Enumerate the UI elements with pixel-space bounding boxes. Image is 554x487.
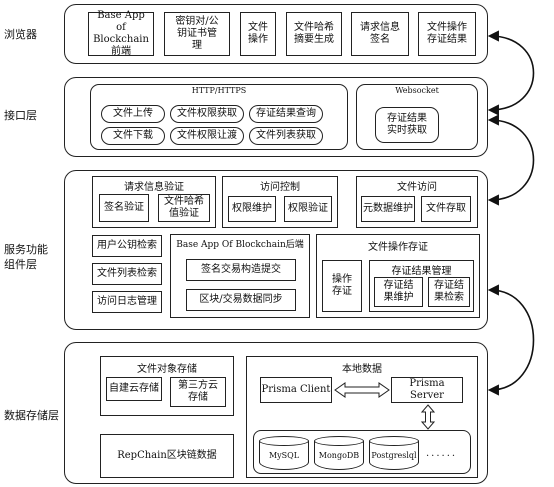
signed-tx-submit: 签名交易构造提交 (186, 259, 296, 281)
layer-label-storage: 数据存储层 (4, 409, 59, 422)
layer-label-service-line2: 组件层 (4, 258, 37, 271)
server-db-arrow (421, 404, 435, 430)
db-mongodb-icon: MongoDB (314, 436, 364, 470)
file-op-cert-title: 文件操作存证 (368, 242, 428, 253)
api-file-upload: 文件上传 (101, 105, 165, 123)
api-cert-result-realtime: 存证结果实时获取 (375, 107, 439, 143)
repchain-data: RepChain区块链数据 (100, 434, 234, 478)
api-file-permission-transfer: 文件权限让渡 (170, 127, 244, 145)
user-pubkey-search: 用户公钥检索 (92, 235, 162, 257)
signature-verify: 签名验证 (99, 194, 149, 222)
layer-connector-arrows (487, 30, 535, 396)
browser-item-key-cert: 密钥对/公钥证书管理 (164, 12, 230, 56)
db-postgresql-label: Postgreslql (371, 451, 417, 460)
layer-label-interface: 接口层 (4, 109, 37, 122)
cert-result-maintain: 存证结果维护 (374, 277, 423, 307)
db-mongodb-label: MongoDB (318, 451, 360, 460)
access-log-manage: 访问日志管理 (92, 291, 162, 313)
browser-item-file-op: 文件操作 (240, 12, 276, 56)
cert-result-search: 存证结果检索 (428, 277, 470, 307)
file-access-io: 文件存取 (421, 196, 471, 222)
third-party-cloud: 第三方云存储 (170, 377, 226, 407)
api-file-permission-get: 文件权限获取 (170, 105, 244, 123)
operation-cert: 操作存证 (322, 260, 362, 312)
prisma-server: Prisma Server (391, 377, 463, 403)
browser-item-frontend: Base App of Blockchain 前端 (88, 10, 154, 57)
file-list-search: 文件列表检索 (92, 263, 162, 285)
local-data-title: 本地数据 (342, 364, 382, 375)
layer-label-browser: 浏览器 (4, 28, 37, 41)
browser-item-sign: 请求信息签名 (351, 12, 409, 56)
http-title: HTTP/HTTPS (191, 86, 247, 95)
access-control-title: 访问控制 (260, 182, 300, 193)
metadata-maintain: 元数据维护 (361, 196, 415, 222)
file-hash-verify: 文件哈希值验证 (158, 194, 210, 222)
cert-result-manage-title: 存证结果管理 (391, 266, 452, 277)
db-postgresql-icon: Postgreslql (369, 436, 419, 470)
self-built-cloud: 自建云存储 (106, 377, 162, 401)
db-mysql-label: MySQL (268, 451, 300, 460)
request-verify-title: 请求信息验证 (124, 182, 184, 193)
db-mysql-icon: MySQL (259, 436, 309, 470)
api-file-list-get: 文件列表获取 (249, 127, 323, 145)
prisma-client: Prisma Client (260, 377, 332, 403)
client-server-arrow (334, 382, 390, 398)
layer-label-service-line1: 服务功能 (4, 243, 48, 256)
websocket-title: Websocket (395, 86, 439, 95)
permission-maintain: 权限维护 (228, 196, 276, 222)
api-file-download: 文件下载 (101, 127, 165, 145)
object-storage-title: 文件对象存储 (137, 364, 197, 375)
backend-title: Base App Of Blockchain后端 (176, 240, 304, 250)
db-more-ellipsis: ...... (426, 448, 458, 459)
layer-label-service: 服务功能 组件层 (4, 242, 48, 272)
api-cert-result-query: 存证结果查询 (249, 105, 323, 123)
browser-item-cert-result: 文件操作存证结果 (418, 12, 476, 56)
block-tx-sync: 区块/交易数据同步 (186, 289, 296, 311)
permission-verify: 权限验证 (284, 196, 332, 222)
browser-item-file-hash: 文件哈希摘要生成 (286, 12, 342, 56)
file-access-title: 文件访问 (397, 182, 437, 193)
